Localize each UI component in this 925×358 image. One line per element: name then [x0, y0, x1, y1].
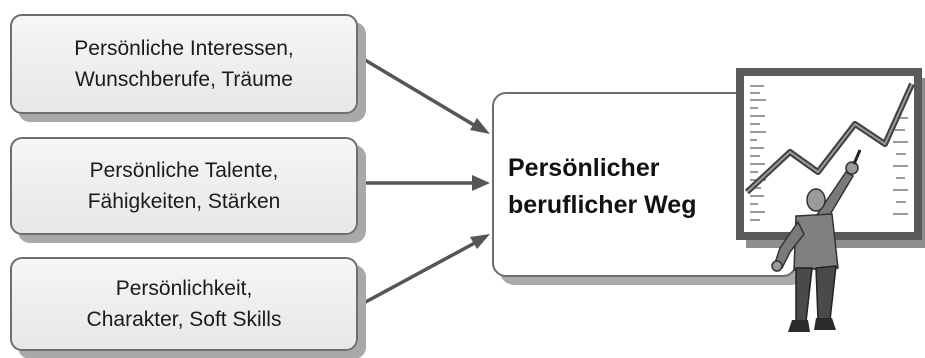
- arrow-top: [359, 55, 485, 133]
- box-talents-line2: Fähigkeiten, Stärken: [87, 190, 281, 213]
- arrowhead-top: [470, 118, 490, 134]
- box-talents-line1: Persönliche Talente,: [89, 159, 279, 182]
- center-title: Persönlicher beruflicher Weg: [508, 150, 748, 224]
- center-title-line2: beruflicher Weg: [508, 191, 697, 219]
- box-interests-line2: Wunschberufe, Träume: [75, 68, 293, 91]
- box-talents: Persönliche Talente, Fähigkeiten, Stärke…: [10, 137, 358, 235]
- box-interests-line1: Persönliche Interessen,: [74, 37, 294, 60]
- arrow-bottom: [359, 236, 485, 307]
- board-scribbles: [750, 85, 908, 221]
- box-personality: Persönlichkeit, Charakter, Soft Skills: [10, 257, 358, 351]
- box-personality-line2: Charakter, Soft Skills: [86, 308, 282, 331]
- presenter-figure: [771, 149, 862, 332]
- box-personality-line1: Persönlichkeit,: [115, 277, 253, 300]
- center-title-line1: Persönlicher: [508, 154, 660, 182]
- box-interests: Persönliche Interessen, Wunschberufe, Tr…: [10, 14, 358, 114]
- arrowhead-bottom: [470, 234, 490, 249]
- arrowhead-middle: [472, 175, 490, 191]
